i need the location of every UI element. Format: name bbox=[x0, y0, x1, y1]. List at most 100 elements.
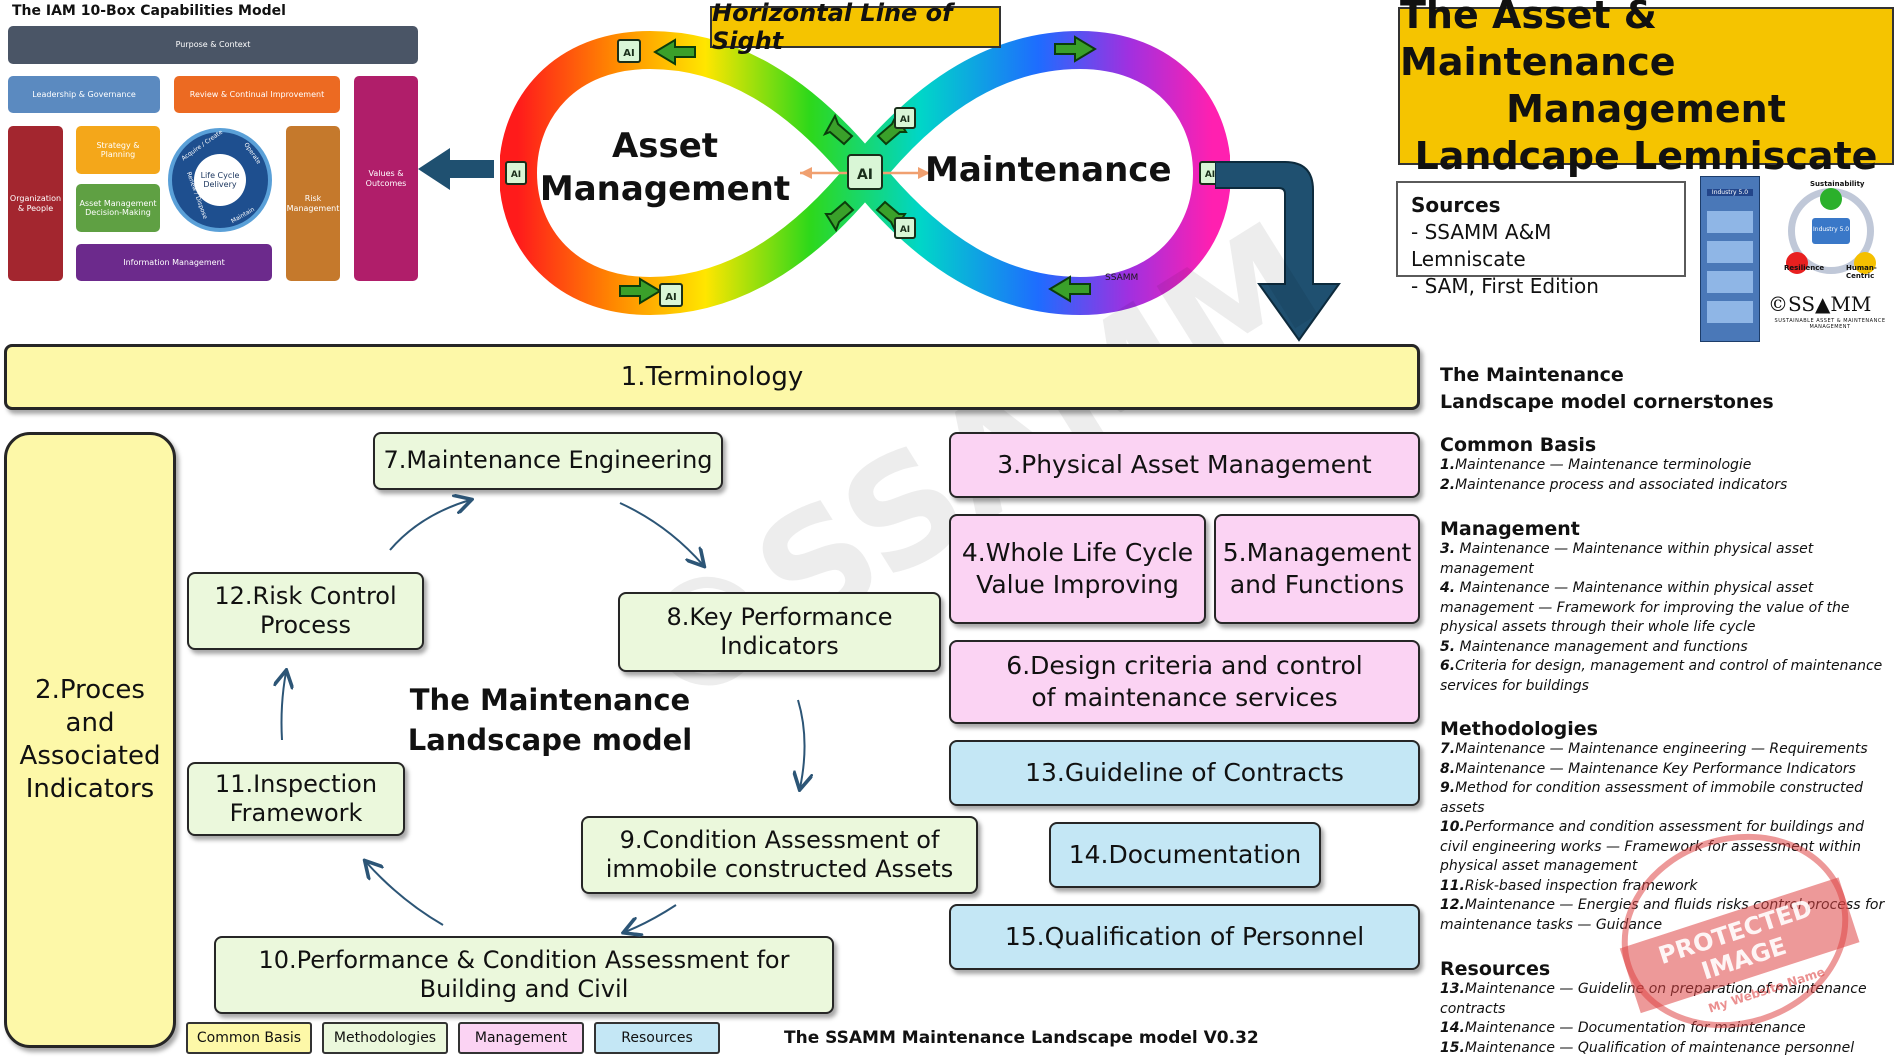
ai-chip-label: AI bbox=[511, 170, 521, 180]
box-11-line: 11.Inspection bbox=[214, 769, 378, 798]
box-4-line: Value Improving bbox=[976, 570, 1179, 599]
box-10-performance-assessment: 10.Performance & Condition Assessment fo… bbox=[214, 936, 834, 1014]
maintenance-label: Maintenance bbox=[925, 150, 1172, 190]
box-8-line: Indicators bbox=[720, 632, 839, 660]
box-4-whole-life-cycle: 4.Whole Life Cycle Value Improving bbox=[949, 514, 1206, 624]
ssamm-logo-sub: SUSTAINABLE ASSET & MAINTENANCE MANAGEME… bbox=[1774, 318, 1886, 330]
venn-label: Human-Centric bbox=[1846, 264, 1877, 280]
cycle-arrow-icon bbox=[282, 672, 287, 741]
box-11-inspection-framework: 11.Inspection Framework bbox=[187, 762, 405, 836]
venn-dot-green bbox=[1820, 188, 1842, 210]
asset-management-label: Asset Management bbox=[539, 126, 791, 209]
box-6-line: of maintenance services bbox=[1031, 683, 1338, 712]
box-9-line: 9.Condition Assessment of bbox=[619, 825, 940, 854]
list-item: 15.Maintenance — Qualification of mainte… bbox=[1440, 1039, 1855, 1056]
box-8-kpi: 8.Key Performance Indicators bbox=[618, 592, 941, 672]
cornerstones-line: The Maintenance bbox=[1440, 364, 1624, 386]
title-box: The Asset & Maintenance Management Landc… bbox=[1398, 0, 1894, 178]
box-10-line: Building and Civil bbox=[419, 975, 629, 1003]
box-12-line: 12.Risk Control bbox=[214, 581, 397, 610]
box-11-line: Framework bbox=[229, 799, 363, 827]
iam-model-title: The IAM 10-Box Capabilities Model bbox=[12, 3, 286, 19]
source-item: - SSAMM A&M Lemniscate bbox=[1411, 220, 1552, 271]
venn-label: Sustainability bbox=[1810, 180, 1865, 188]
venn-dot-red bbox=[1786, 252, 1808, 274]
iam-box-purpose: Purpose & Context bbox=[8, 26, 418, 64]
list-item: 3. Maintenance — Maintenance within phys… bbox=[1440, 541, 1814, 577]
venn-label: Resilience bbox=[1784, 264, 1825, 272]
ai-chip-label: AI bbox=[1205, 170, 1215, 180]
box-9-condition-assessment: 9.Condition Assessment of immobile const… bbox=[581, 816, 978, 894]
list-item: 2.Maintenance process and associated ind… bbox=[1440, 476, 1788, 493]
cornerstones-line: Landscape model cornerstones bbox=[1440, 391, 1774, 413]
ssamm-logo: ©SS▲MM bbox=[1768, 292, 1872, 316]
list-item: 6.Criteria for design, management and co… bbox=[1440, 658, 1883, 694]
book-thumbnail-panel bbox=[1707, 241, 1753, 263]
box-2-line: 2.Proces bbox=[35, 675, 145, 705]
list-item: 10.Performance and condition assessment … bbox=[1440, 819, 1864, 874]
section-heading: Management bbox=[1440, 518, 1580, 540]
venn-center bbox=[1812, 218, 1850, 244]
cycle-arrow-icon bbox=[798, 699, 805, 788]
box-12-risk-control: 12.Risk Control Process bbox=[187, 572, 424, 650]
book-thumbnail-panel bbox=[1707, 301, 1753, 323]
cycle-arrows bbox=[0, 0, 1000, 1061]
iam-box-info: Information Management bbox=[76, 244, 272, 281]
legend-management: Management bbox=[458, 1022, 584, 1054]
iam-lifecycle-core: Life Cycle Delivery bbox=[194, 154, 246, 206]
legend-methodologies: Methodologies bbox=[322, 1022, 448, 1054]
section-heading: Common Basis bbox=[1440, 434, 1597, 456]
iam-box-strategy: Strategy & Planning bbox=[76, 126, 160, 174]
section-heading: Resources bbox=[1440, 958, 1551, 980]
methodologies-section: Methodologies 7.Maintenance — Maintenanc… bbox=[1440, 718, 1896, 935]
list-item: 7.Maintenance — Maintenance engineering … bbox=[1440, 741, 1868, 757]
book-thumbnail-panel bbox=[1707, 271, 1753, 293]
box-13-contracts: 13.Guideline of Contracts bbox=[949, 740, 1420, 806]
box-8-line: 8.Key Performance bbox=[666, 602, 893, 631]
cycle-arrow-icon bbox=[625, 904, 677, 932]
ai-chip-label: AI bbox=[623, 48, 634, 59]
venn-thumbnail: Sustainability Industry 5.0 Resilience H… bbox=[1760, 180, 1900, 290]
sources-heading: Sources bbox=[1411, 193, 1501, 217]
box-2-line: and bbox=[65, 708, 115, 738]
box-2-line: Associated bbox=[19, 741, 161, 771]
box-1-terminology: 1.Terminology bbox=[4, 344, 1420, 410]
common-basis-section: Common Basis 1.Maintenance — Maintenance… bbox=[1440, 434, 1896, 495]
arrow-down-bend-icon bbox=[1215, 161, 1341, 342]
list-item: 8.Maintenance — Maintenance Key Performa… bbox=[1440, 760, 1856, 777]
box-14-documentation: 14.Documentation bbox=[1049, 822, 1321, 888]
list-item: 4. Maintenance — Maintenance within phys… bbox=[1440, 580, 1850, 635]
iam-box-org: Organization & People bbox=[8, 126, 63, 281]
source-item: - SAM, First Edition bbox=[1411, 274, 1599, 298]
box-15-qualification: 15.Qualification of Personnel bbox=[949, 904, 1420, 970]
list-item: 11.Risk-based inspection framework bbox=[1440, 877, 1698, 894]
list-item: 9.Method for condition assessment of imm… bbox=[1440, 780, 1863, 816]
venn-dot-yellow bbox=[1854, 252, 1876, 274]
lemniscate-figure: AI AI AI AI AI AI AI SSAMM bbox=[500, 31, 1230, 315]
cycle-arrow-icon bbox=[366, 862, 444, 926]
box-5-line: 5.Management bbox=[1222, 537, 1412, 567]
box-3-physical-asset-management: 3.Physical Asset Management bbox=[949, 432, 1420, 498]
box-7-maintenance-engineering: 7.Maintenance Engineering bbox=[373, 432, 723, 490]
management-section: Management 3. Maintenance — Maintenance … bbox=[1440, 518, 1896, 696]
model-version-caption: The SSAMM Maintenance Landscape model V0… bbox=[784, 1028, 1259, 1048]
cycle-arrow-icon bbox=[389, 500, 470, 551]
box-4-line: 4.Whole Life Cycle bbox=[961, 537, 1194, 567]
section-heading: Methodologies bbox=[1440, 718, 1598, 740]
box-10-line: 10.Performance & Condition Assessment fo… bbox=[258, 945, 790, 974]
cycle-arrow-icon bbox=[619, 502, 703, 565]
center-title-line: The Maintenance bbox=[409, 683, 691, 717]
box-2-process-indicators: 2.Proces and Associated Indicators bbox=[4, 432, 176, 1048]
iam-box-leadership: Leadership & Governance bbox=[8, 76, 160, 113]
box-2-line: Indicators bbox=[25, 774, 155, 804]
ai-chip-label: AI bbox=[900, 225, 910, 235]
iam-box-values: Values & Outcomes bbox=[354, 76, 418, 281]
list-item: 5. Maintenance management and functions bbox=[1440, 638, 1748, 655]
center-title-line: Landscape model bbox=[407, 723, 693, 757]
cornerstones-heading: The Maintenance Landscape model cornerst… bbox=[1440, 362, 1774, 416]
lemniscate-brand-mark: SSAMM bbox=[1105, 273, 1138, 283]
iam-lifecycle-ring: Life Cycle Delivery Acquire / Create Ope… bbox=[168, 128, 272, 232]
box-12-line: Process bbox=[259, 611, 352, 639]
box-6-line: 6.Design criteria and control bbox=[1006, 650, 1363, 680]
arrow-left-icon bbox=[418, 148, 494, 190]
